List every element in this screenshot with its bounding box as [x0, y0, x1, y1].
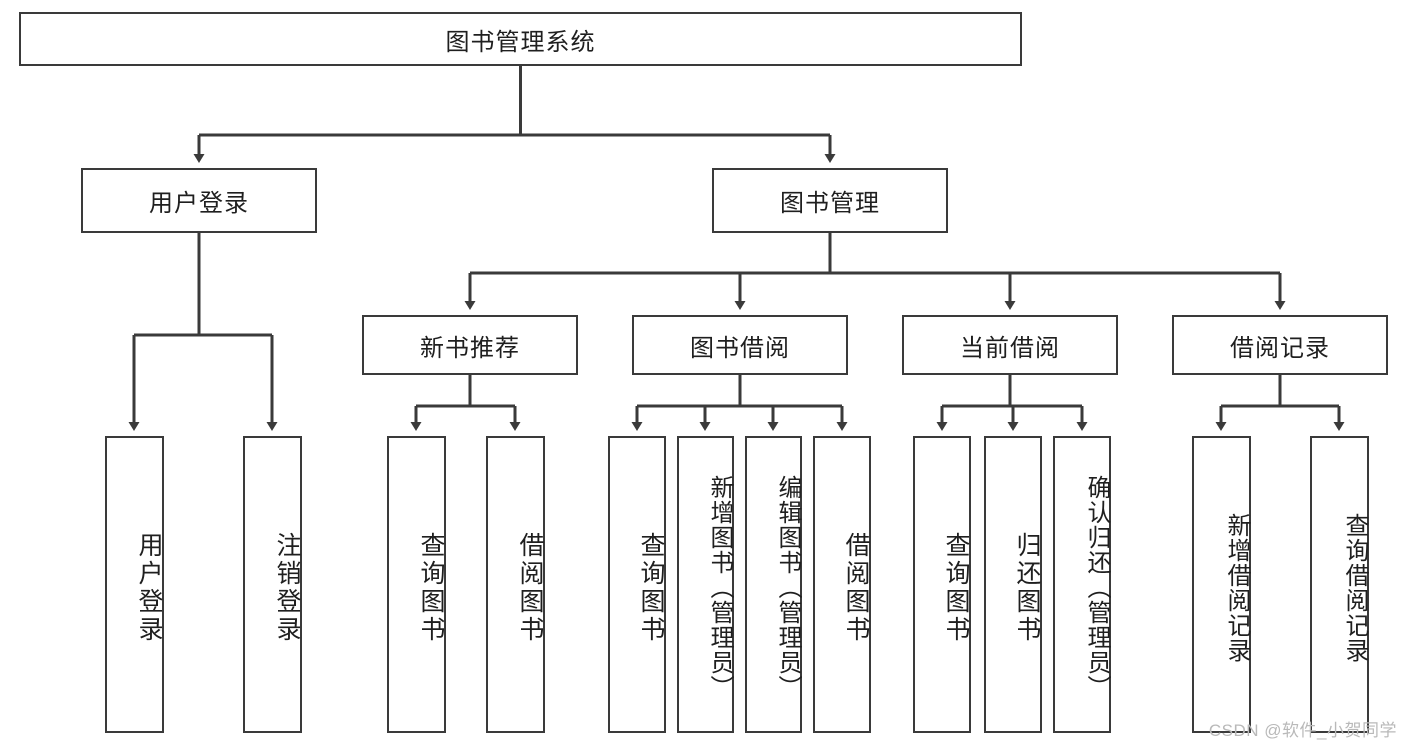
node-root[interactable]: 图书管理系统 — [19, 12, 1022, 66]
node-book-manage-label: 图书管理 — [780, 190, 880, 217]
node-borrow-record-label: 借阅记录 — [1230, 334, 1330, 362]
node-new-book-recommend[interactable]: 新书推荐 — [362, 315, 578, 375]
node-leaf-add-book-label: 新增图书（管理员） — [706, 475, 733, 700]
node-borrow-record[interactable]: 借阅记录 — [1172, 315, 1388, 375]
node-leaf-query-book-3[interactable]: 查询图书 — [913, 436, 971, 733]
node-leaf-return-book-label: 归还图书 — [1013, 531, 1041, 644]
node-root-label: 图书管理系统 — [445, 28, 596, 56]
watermark: CSDN @软件_小贺同学 — [1208, 721, 1397, 740]
node-leaf-user-login-label: 用户登录 — [135, 531, 163, 644]
node-leaf-edit-book-label: 编辑图书（管理员） — [774, 475, 801, 700]
node-leaf-query-book-2-label: 查询图书 — [637, 531, 665, 644]
node-leaf-borrow-book-1[interactable]: 借阅图书 — [486, 436, 545, 733]
node-leaf-edit-book[interactable]: 编辑图书（管理员） — [745, 436, 802, 733]
node-leaf-add-record-label: 新增借阅记录 — [1223, 512, 1250, 663]
node-book-manage[interactable]: 图书管理 — [712, 168, 948, 233]
node-leaf-query-record[interactable]: 查询借阅记录 — [1310, 436, 1369, 733]
node-leaf-query-book-1[interactable]: 查询图书 — [387, 436, 446, 733]
node-leaf-borrow-book-1-label: 借阅图书 — [516, 531, 544, 644]
node-leaf-add-record[interactable]: 新增借阅记录 — [1192, 436, 1251, 733]
node-leaf-query-record-label: 查询借阅记录 — [1341, 512, 1368, 663]
node-leaf-user-login[interactable]: 用户登录 — [105, 436, 164, 733]
node-user-login-label: 用户登录 — [149, 190, 249, 217]
node-user-login[interactable]: 用户登录 — [81, 168, 317, 233]
node-leaf-query-book-2[interactable]: 查询图书 — [608, 436, 666, 733]
node-leaf-borrow-book-2-label: 借阅图书 — [842, 531, 870, 644]
node-leaf-logout-login-label: 注销登录 — [273, 531, 301, 644]
node-leaf-add-book[interactable]: 新增图书（管理员） — [677, 436, 734, 733]
node-leaf-query-book-3-label: 查询图书 — [942, 531, 970, 644]
node-book-borrow[interactable]: 图书借阅 — [632, 315, 848, 375]
node-current-borrow-label: 当前借阅 — [960, 334, 1060, 362]
node-leaf-return-book[interactable]: 归还图书 — [984, 436, 1042, 733]
node-current-borrow[interactable]: 当前借阅 — [902, 315, 1118, 375]
node-book-borrow-label: 图书借阅 — [690, 334, 790, 362]
node-leaf-confirm-return-label: 确认归还（管理员） — [1083, 475, 1110, 700]
node-leaf-confirm-return[interactable]: 确认归还（管理员） — [1053, 436, 1111, 733]
node-new-book-recommend-label: 新书推荐 — [420, 334, 520, 362]
node-leaf-logout-login[interactable]: 注销登录 — [243, 436, 302, 733]
node-leaf-query-book-1-label: 查询图书 — [417, 531, 445, 644]
node-leaf-borrow-book-2[interactable]: 借阅图书 — [813, 436, 871, 733]
